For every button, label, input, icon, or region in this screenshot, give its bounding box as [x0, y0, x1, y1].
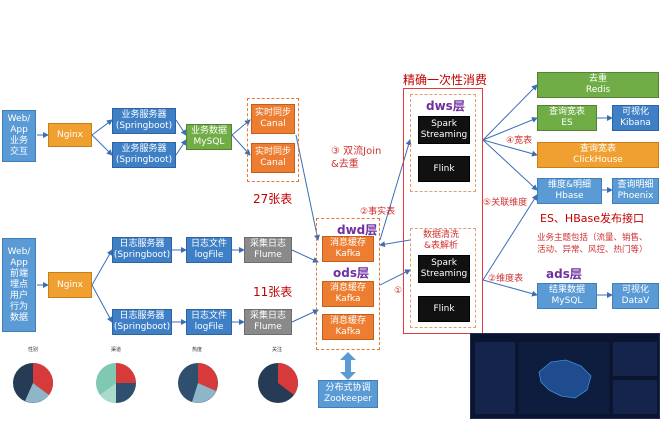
datav: 可视化 DataV [612, 283, 659, 309]
kafka-1: 消息缓存 Kafka [322, 236, 374, 262]
business-topics-label: 业务主题包括（流量、销售、 活动、异常、风控、热门等） [537, 233, 648, 255]
nginx-top: Nginx [48, 123, 92, 147]
dashboard-thumbnail [470, 333, 660, 419]
flume-2: 采集日志 Flume [244, 309, 292, 335]
redis: 去重 Redis [537, 72, 659, 98]
kafka-2: 消息缓存 Kafka [322, 281, 374, 307]
data-clean-label: 数据清洗 &表解析 [423, 230, 460, 251]
step-one-label: ① [394, 286, 403, 296]
kibana: 可视化 Kibana [612, 105, 659, 131]
nginx-bottom: Nginx [48, 272, 92, 298]
pie-label-follow: 关注 [272, 347, 283, 353]
pie-chart-heat [178, 363, 218, 403]
wide-table-label: ④宽表 [506, 136, 533, 146]
pie-chart-gender [13, 363, 53, 403]
business-server-1: 业务服务器 (Springboot) [112, 108, 176, 134]
es-hbase-api-label: ES、HBase发布接口 [540, 212, 644, 225]
pie-label-channel: 渠道 [111, 347, 122, 353]
join-dedup-label: ③ 双流Join &去重 [331, 146, 382, 170]
web-app-source: Web/ App 业务 交互 [2, 110, 36, 162]
phoenix: 查询明细 Phoenix [612, 178, 659, 204]
bidirectional-arrow-icon [340, 352, 356, 380]
flink-1: Flink [418, 156, 470, 182]
dws-layer-label: dws层 [426, 99, 465, 113]
pie-chart-follow [258, 363, 298, 403]
kafka-group [316, 218, 380, 350]
tables-11-label: 11张表 [253, 285, 293, 299]
log-file-1: 日志文件 logFile [186, 237, 232, 263]
log-file-2: 日志文件 logFile [186, 309, 232, 335]
business-mysql: 业务数据 MySQL [186, 124, 232, 150]
ads-layer-label: ads层 [546, 267, 582, 281]
canal-group [247, 98, 299, 182]
dim-table-label: ②维度表 [488, 274, 524, 284]
pie-label-gender: 性别 [28, 347, 39, 353]
log-server-1: 日志服务器 (Springboot) [112, 237, 172, 263]
web-app-log-source: Web/ App 前端 埋点 用户 行为 数据 [2, 238, 36, 332]
dwd-layer-label: dwd层 [337, 223, 378, 237]
canal-2: 实时同步 Canal [251, 143, 295, 173]
spark-streaming-2: Spark Streaming [418, 255, 470, 283]
diagram-title: 精确一次性消费 [403, 73, 488, 87]
spark-streaming-1: Spark Streaming [418, 116, 470, 144]
es: 查询宽表 ES [537, 105, 597, 131]
dws-subgroup [410, 94, 476, 192]
processing-group [403, 88, 483, 334]
business-server-2: 业务服务器 (Springboot) [112, 142, 176, 168]
hbase: 维度&明细 Hbase [537, 178, 602, 204]
zookeeper: 分布式协调 Zookeeper [318, 380, 378, 408]
flume-1: 采集日志 Flume [244, 237, 292, 263]
canal-1: 实时同步 Canal [251, 104, 295, 134]
clickhouse: 查询宽表 ClickHouse [537, 142, 659, 168]
log-server-2: 日志服务器 (Springboot) [112, 309, 172, 335]
flink-2: Flink [418, 296, 470, 322]
tables-27-label: 27张表 [253, 192, 293, 206]
assoc-dim-label: ⑤关联维度 [483, 198, 528, 208]
ods-layer-label: ods层 [333, 266, 369, 280]
kafka-3: 消息缓存 Kafka [322, 314, 374, 340]
result-mysql: 结果数据 MySQL [537, 283, 597, 309]
pie-label-heat: 热度 [192, 347, 203, 353]
fact-table-label: ②事实表 [360, 207, 396, 217]
pie-chart-channel [96, 363, 136, 403]
ods-subgroup [410, 228, 476, 328]
